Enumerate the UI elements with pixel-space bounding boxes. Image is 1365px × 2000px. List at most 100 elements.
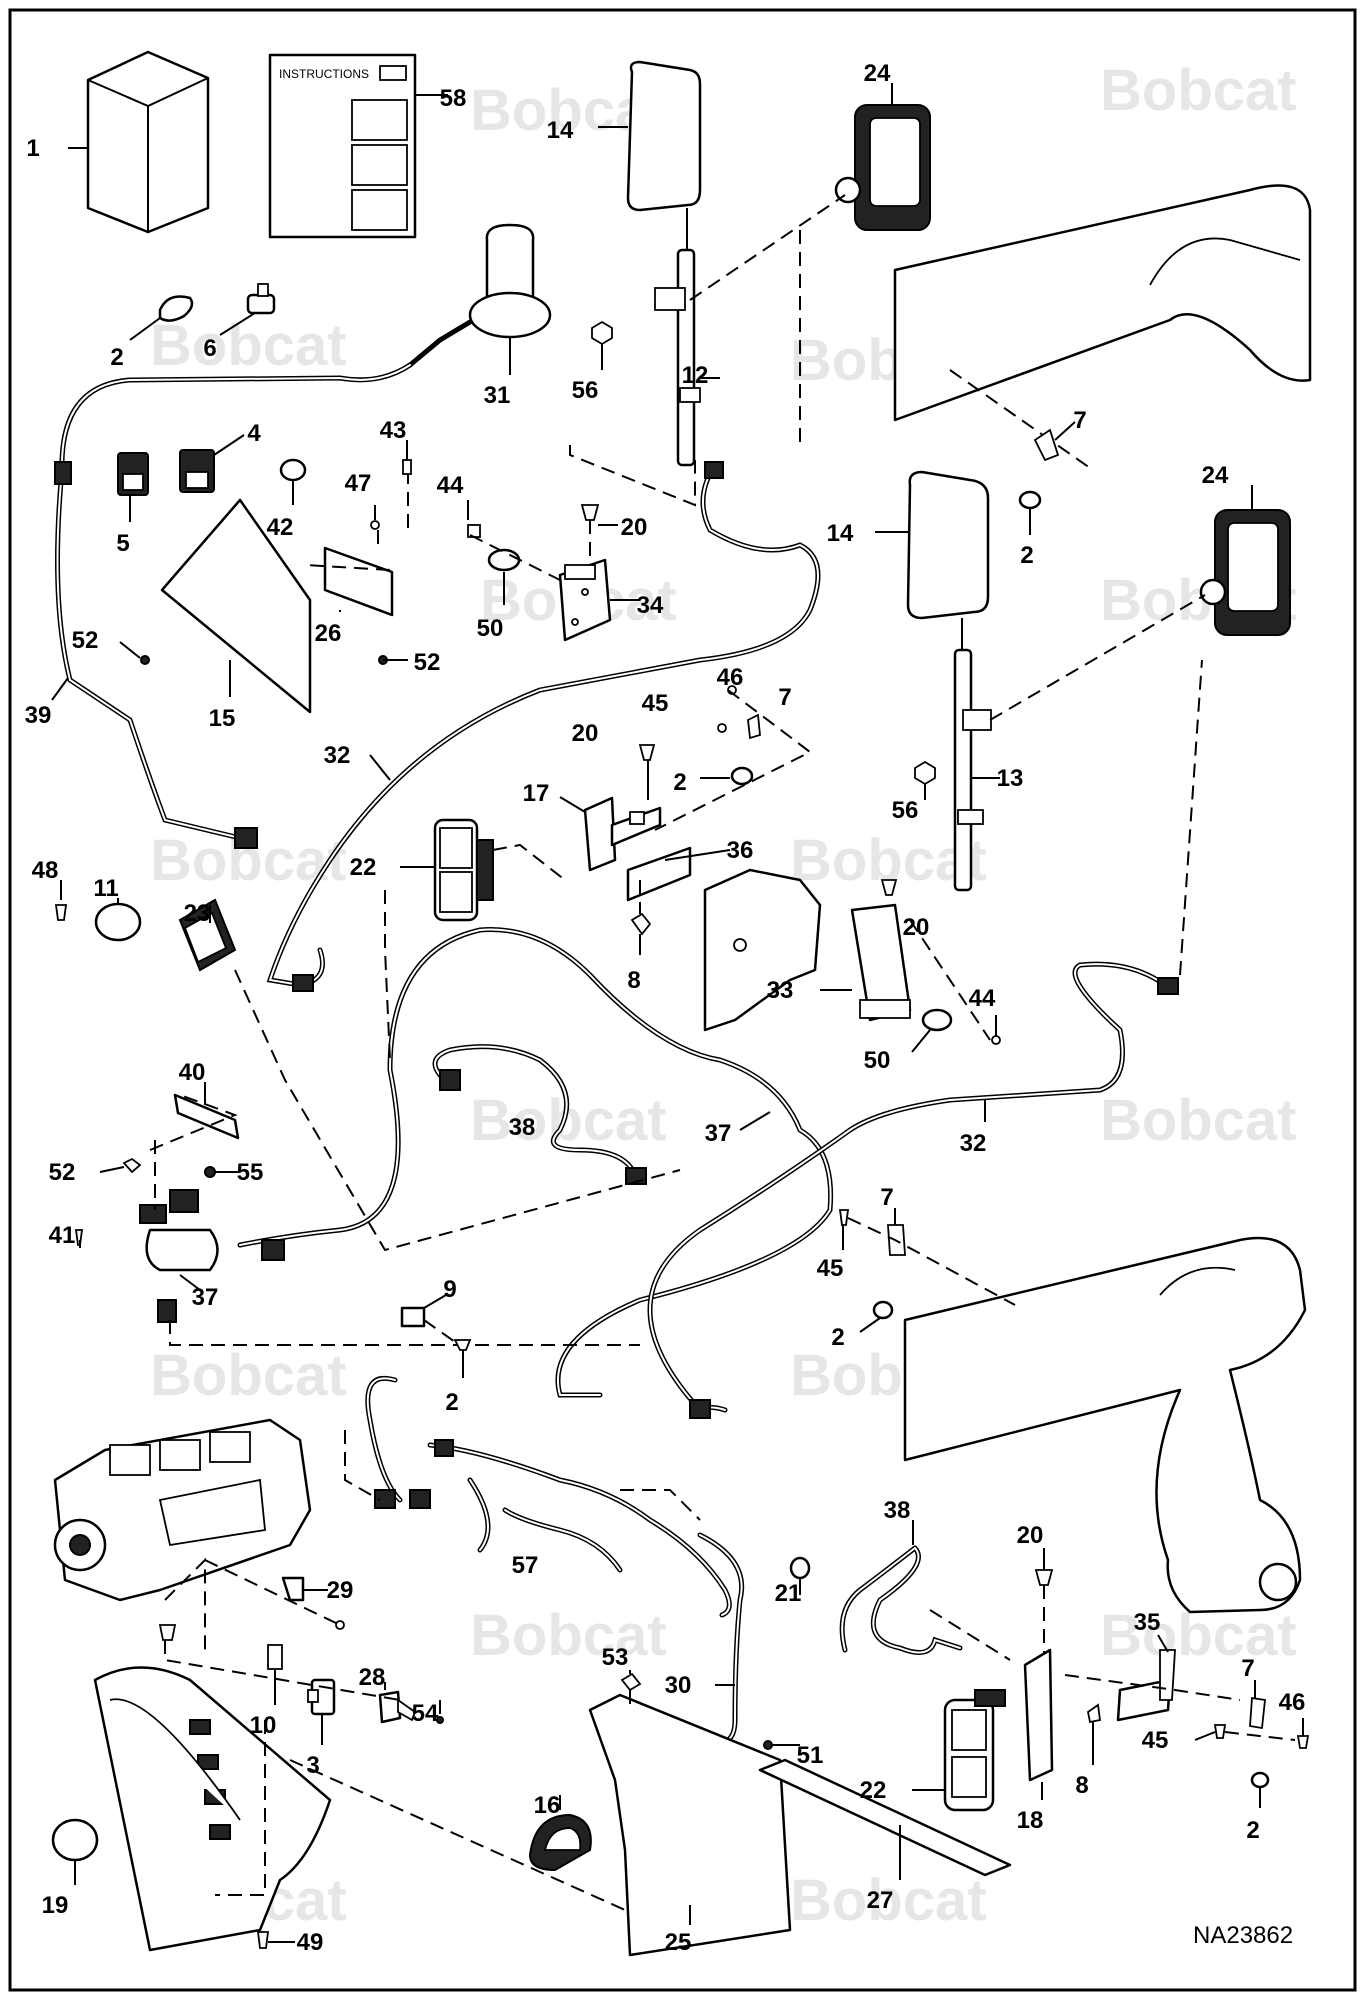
callout-label: 20 — [1017, 1522, 1044, 1549]
callout-label: 17 — [523, 780, 550, 807]
callout-label: 57 — [512, 1552, 539, 1579]
callout-label: 20 — [903, 914, 930, 941]
part-plug-42 — [279, 458, 307, 505]
callout-label: 14 — [547, 117, 574, 144]
watermark-text: Bobcat — [1100, 58, 1297, 123]
callout-label: 43 — [380, 417, 407, 444]
callout-label: 16 — [534, 1792, 561, 1819]
part-harness-32-lower — [647, 961, 1179, 1419]
part-mirror-lower — [875, 470, 990, 650]
part-clip-9 — [400, 1294, 472, 1378]
callout-label: 21 — [775, 1580, 802, 1607]
part-switch-4 — [179, 434, 245, 493]
callout-label: 49 — [297, 1929, 324, 1956]
callout-label: 20 — [572, 720, 599, 747]
part-work-light-lower — [1199, 485, 1291, 636]
callout-label: 44 — [969, 985, 996, 1012]
part-cap-19 — [51, 1818, 99, 1885]
callout-label: 20 — [621, 514, 648, 541]
callout-label: 33 — [767, 977, 794, 1004]
callout-label: 52 — [414, 649, 441, 676]
part-fender-plate — [703, 868, 822, 1032]
callout-label: 28 — [359, 1664, 386, 1691]
callout-label: 14 — [827, 520, 854, 547]
part-bracket-26 — [304, 440, 412, 665]
callout-label: 45 — [1142, 1727, 1169, 1754]
callout-label: 7 — [1241, 1655, 1254, 1682]
callout-label: 7 — [880, 1184, 893, 1211]
part-instructions-sheet: INSTRUCTIONS — [268, 53, 448, 239]
callout-label: 22 — [860, 1777, 887, 1804]
callout-label: 46 — [1279, 1689, 1306, 1716]
callout-label: 23 — [184, 900, 211, 927]
callout-label: 38 — [509, 1114, 536, 1141]
callout-label: 42 — [267, 514, 294, 541]
callout-label: 55 — [237, 1159, 264, 1186]
callout-label: 24 — [1202, 462, 1229, 489]
part-screw-55 — [204, 1166, 240, 1178]
part-clamp-6 — [219, 283, 276, 336]
drawing-frame — [8, 8, 1357, 1992]
callout-label: 7 — [1073, 407, 1086, 434]
callout-label: 2 — [1020, 542, 1033, 569]
part-bracket-18 — [1023, 1648, 1102, 1800]
callout-label: 25 — [665, 1929, 692, 1956]
callout-label: 34 — [637, 592, 664, 619]
part-bracket-17 — [559, 685, 812, 872]
callout-label: 32 — [324, 742, 351, 769]
callout-label: 53 — [602, 1644, 629, 1671]
part-harness-38-upper — [432, 1044, 647, 1185]
callout-label: 4 — [247, 420, 261, 447]
watermark-text: Bobcat — [790, 1868, 987, 1933]
callout-label: 50 — [864, 1047, 891, 1074]
callout-label: 32 — [960, 1130, 987, 1157]
part-loader-arm-lower — [903, 1236, 1307, 1614]
watermark-text: Bobcat — [1100, 1088, 1297, 1153]
part-nut-56-upper — [591, 320, 613, 370]
part-switch-5 — [117, 452, 149, 522]
part-cover-11 — [94, 898, 142, 942]
part-connector-3 — [307, 1678, 336, 1745]
callout-label: 8 — [1075, 1772, 1088, 1799]
callout-label: 54 — [412, 1700, 439, 1727]
part-harness-57 — [365, 1376, 732, 1618]
callout-label: 45 — [817, 1255, 844, 1282]
callout-label: 2 — [831, 1324, 844, 1351]
part-screw-20-lower — [1034, 1548, 1054, 1660]
callout-label: 52 — [72, 627, 99, 654]
callout-label: 37 — [192, 1284, 219, 1311]
callout-label: 19 — [42, 1892, 69, 1919]
watermark-text: Bobcat — [150, 313, 347, 378]
leader-dashed — [344, 1430, 381, 1501]
sheet-title: INSTRUCTIONS — [279, 67, 369, 81]
part-box-kit — [68, 50, 210, 234]
callout-label: 27 — [867, 1887, 894, 1914]
callout-label: 3 — [306, 1752, 319, 1779]
callout-label: 12 — [682, 362, 709, 389]
part-fender-lower — [93, 1666, 332, 1952]
part-bracket-34 — [467, 500, 640, 642]
callout-label: 30 — [665, 1672, 692, 1699]
callout-label: 44 — [437, 472, 464, 499]
callout-label: 52 — [49, 1159, 76, 1186]
callout-label: 1 — [26, 135, 39, 162]
callout-label: 2 — [110, 344, 123, 371]
callout-label: 15 — [209, 705, 236, 732]
part-nut-51 — [763, 1740, 800, 1750]
callout-label: 7 — [778, 684, 791, 711]
part-beacon-light — [407, 223, 552, 375]
callout-label: 46 — [717, 664, 744, 691]
callout-label: 48 — [32, 857, 59, 884]
leader-dashed — [492, 843, 566, 881]
drawing-number: NA23862 — [1193, 1922, 1293, 1949]
part-screw-41 — [74, 1229, 84, 1248]
leader-dashed — [164, 1640, 401, 1701]
part-clip-7-right — [1194, 1680, 1310, 1808]
callout-label: 2 — [1246, 1817, 1259, 1844]
part-grommet-21 — [789, 1556, 811, 1595]
watermark-text: Bobcat — [470, 1603, 667, 1668]
leader-dashed — [949, 369, 1091, 469]
part-screw-48 — [54, 880, 68, 921]
